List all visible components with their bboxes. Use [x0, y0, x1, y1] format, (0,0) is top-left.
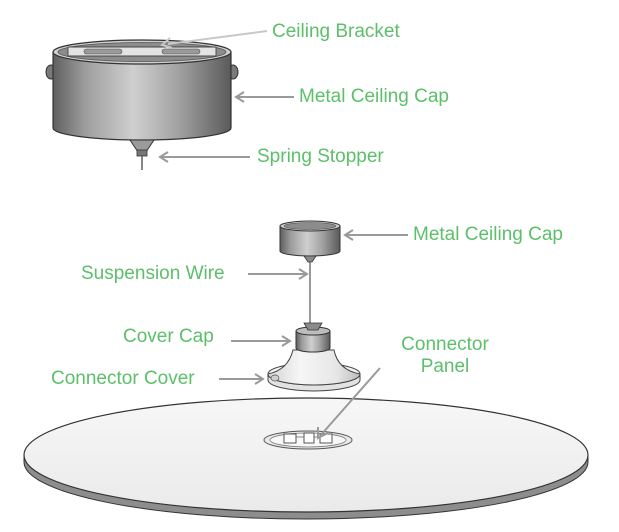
connector-panel	[23, 397, 589, 520]
label-connector-cover: Connector Cover	[51, 368, 195, 389]
label-metal-ceiling-cap-small: Metal Ceiling Cap	[413, 224, 563, 245]
label-ceiling-bracket: Ceiling Bracket	[272, 21, 400, 42]
spring-stopper	[129, 139, 155, 170]
cover-cap	[295, 322, 331, 353]
label-connector-panel: Connector Panel	[401, 334, 489, 377]
label-cover-cap: Cover Cap	[123, 326, 214, 347]
connector-cover	[267, 349, 361, 392]
leader-lines	[158, 30, 408, 440]
label-suspension-wire: Suspension Wire	[81, 263, 225, 284]
label-metal-ceiling-cap-top: Metal Ceiling Cap	[299, 86, 449, 107]
label-spring-stopper: Spring Stopper	[257, 146, 384, 167]
metal-ceiling-cap-small	[279, 220, 341, 263]
ceiling-bracket	[67, 46, 217, 57]
